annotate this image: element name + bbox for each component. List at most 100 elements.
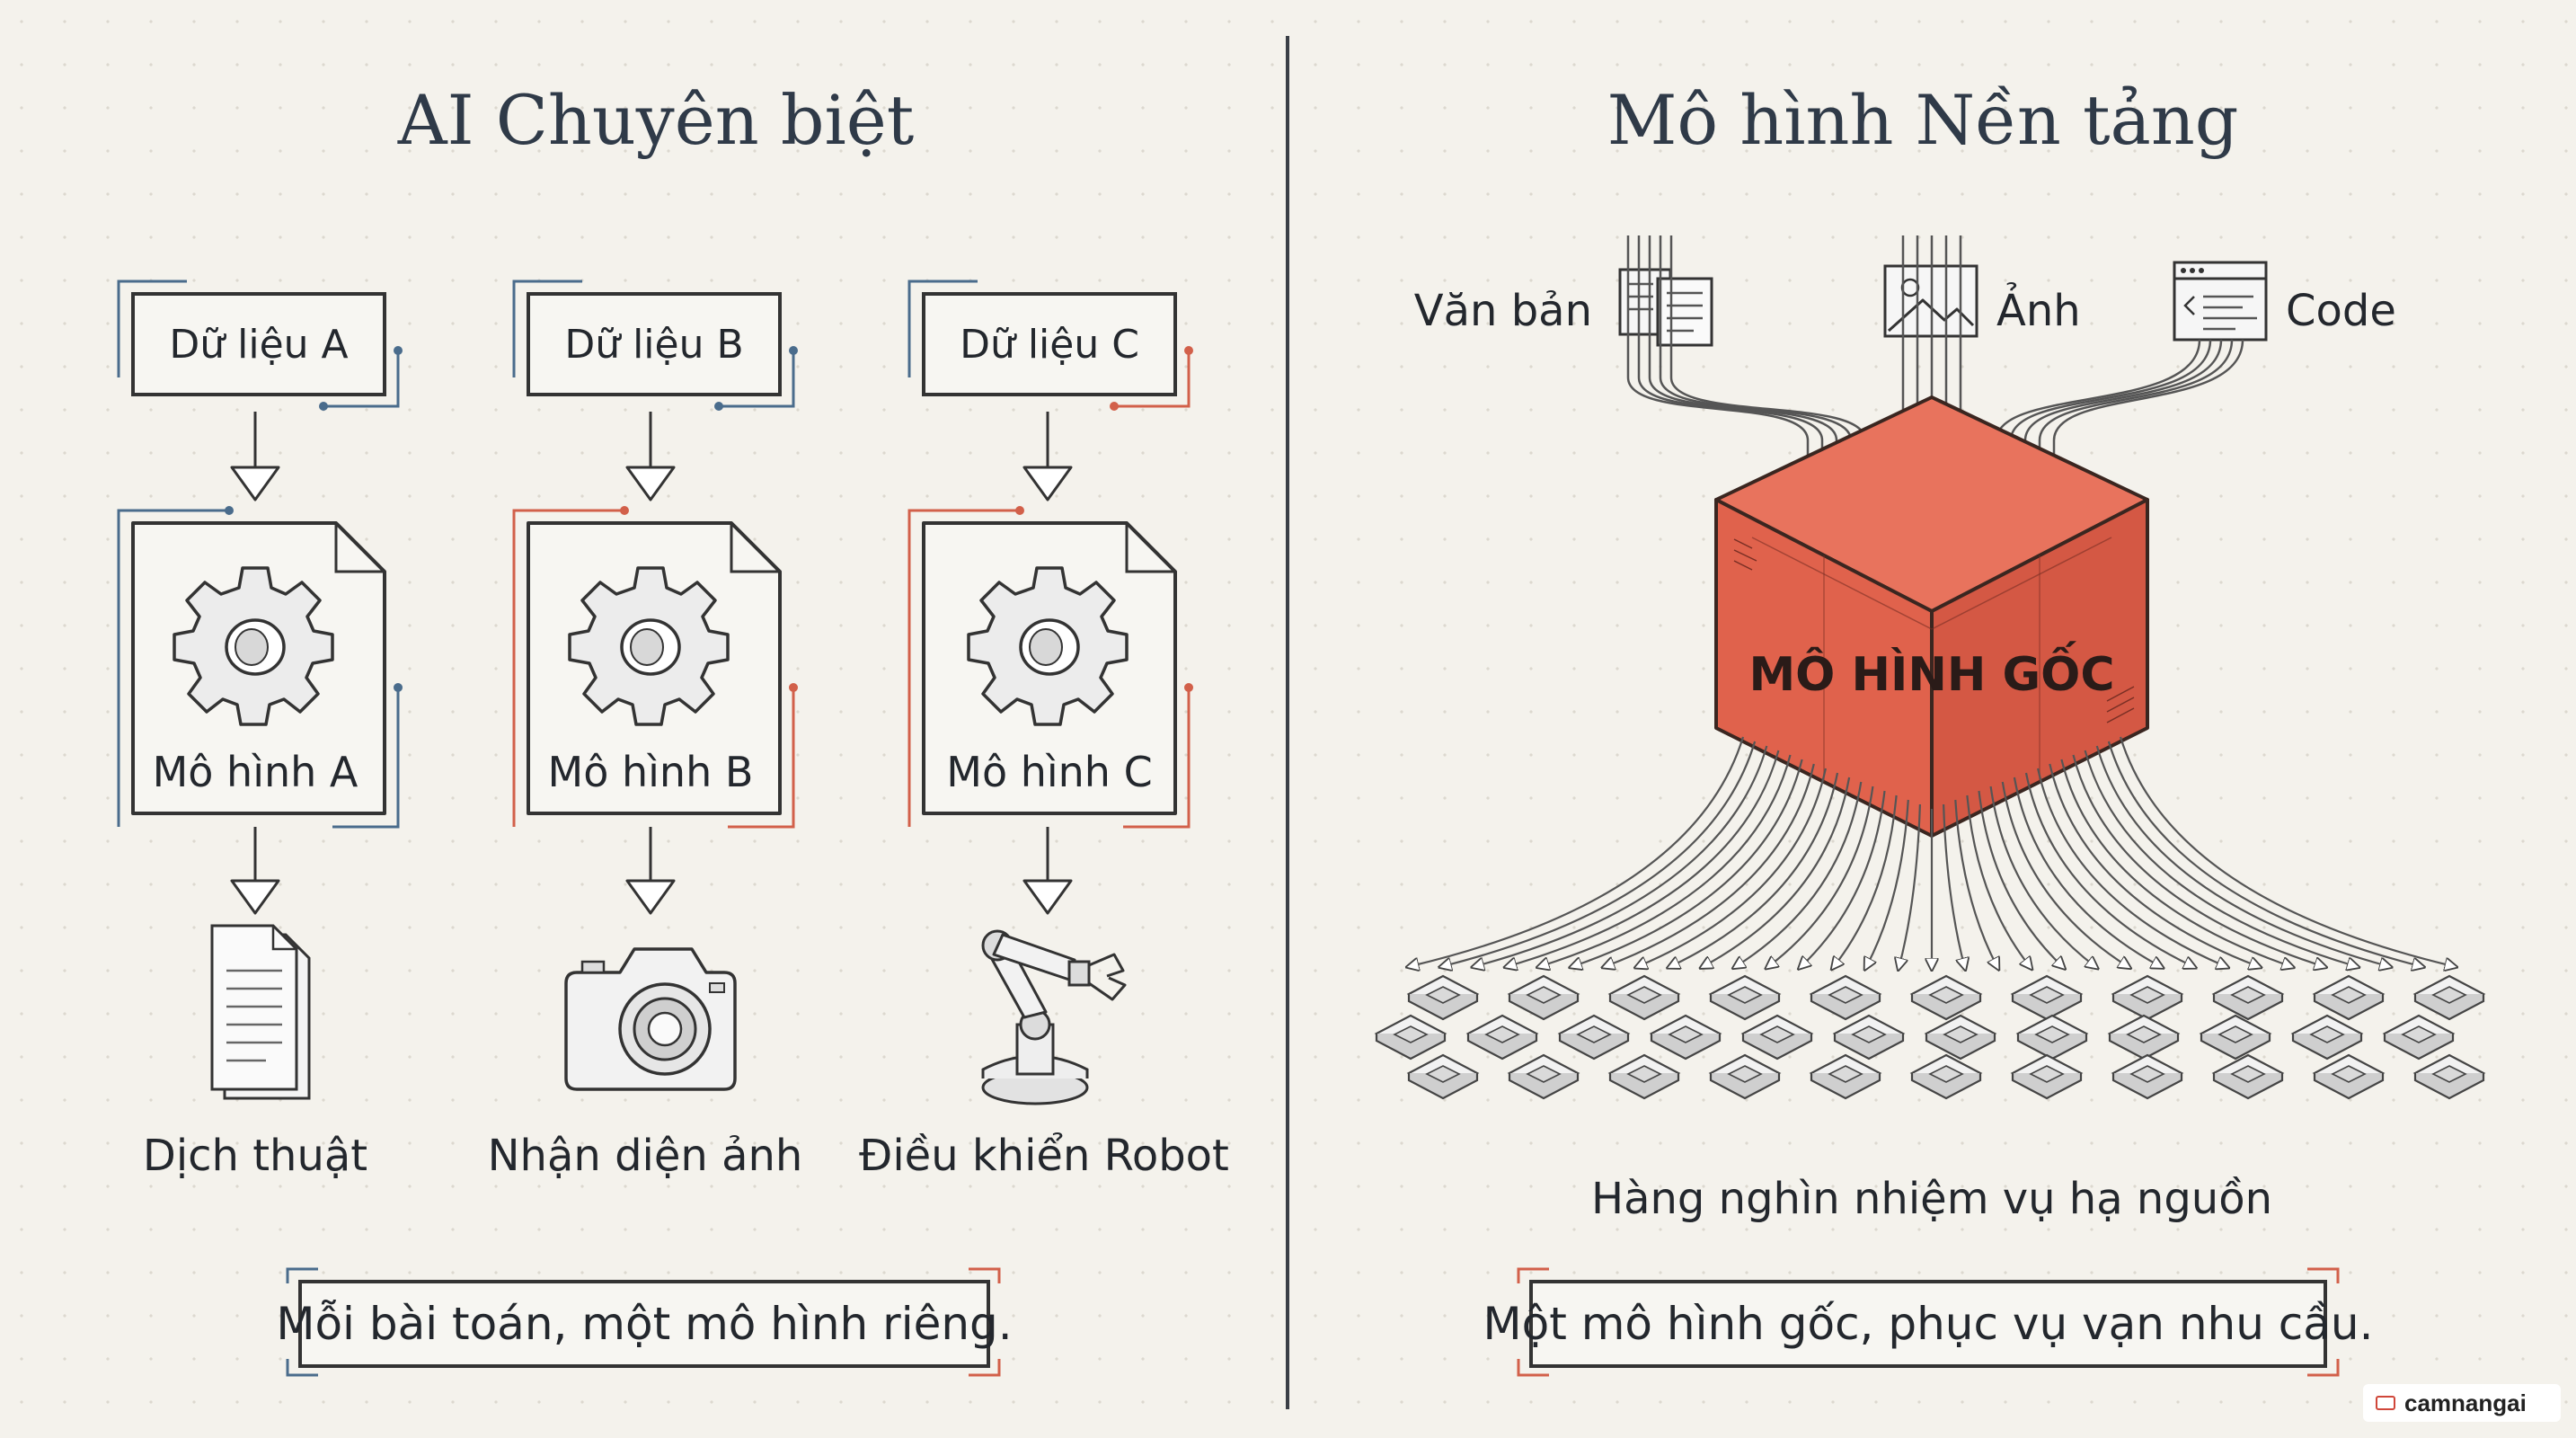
downstream-label: Hàng nghìn nhiệm vụ hạ nguồn: [1591, 1174, 2272, 1224]
task-chip-icon: [1466, 1014, 1538, 1061]
task-chip-icon: [1608, 974, 1680, 1021]
task-chip-icon: [2011, 974, 2083, 1021]
arrow-down-icon: [230, 879, 280, 915]
gear-icon: [568, 566, 730, 726]
flow-line: [1659, 235, 1851, 503]
right-title: Mô hình Nền tảng: [1607, 80, 2239, 160]
task-chip-icon: [1741, 1014, 1813, 1061]
flow-line: [1996, 339, 2201, 503]
task-chip-icon: [1709, 1053, 1781, 1100]
right-summary-text: Một mô hình gốc, phục vụ vạn nhu cầu.: [1483, 1298, 2373, 1350]
fan-arrow: [2107, 741, 2421, 966]
task-chip-icon: [1508, 974, 1580, 1021]
task-chip-icon: [1407, 974, 1479, 1021]
flow-line: [2054, 339, 2244, 503]
fan-arrow: [2095, 745, 2388, 966]
code-window-icon: [2173, 261, 2268, 342]
task-chip-icon: [2212, 974, 2284, 1021]
watermark-badge: camnangai: [2363, 1384, 2561, 1422]
task-chip-icon: [2200, 1014, 2271, 1061]
task-chip-icon: [1810, 1053, 1881, 1100]
model-label-c: Mô hình C: [946, 748, 1152, 796]
document-icon: [210, 924, 311, 1100]
task-chip-icon: [1910, 1053, 1982, 1100]
gear-icon: [967, 566, 1129, 726]
fan-arrow: [2060, 759, 2289, 966]
data-label-b: Dữ liệu B: [564, 322, 743, 368]
task-chip-icon: [1810, 974, 1881, 1021]
fan-arrow: [1769, 786, 1874, 966]
input-label-image: Ảnh: [1996, 282, 2081, 336]
task-chip-icon: [1375, 1014, 1447, 1061]
fan-arrow: [2084, 750, 2356, 966]
input-label-text: Văn bản: [1414, 286, 1592, 336]
task-chip-icon: [2011, 1053, 2083, 1100]
fan-arrow: [2001, 781, 2128, 966]
fan-arrow: [1867, 799, 1909, 966]
fan-arrow: [1954, 799, 1996, 966]
arrow-down-icon: [230, 466, 280, 502]
fan-arrow: [1541, 754, 1792, 966]
data-box-b: [527, 292, 782, 396]
task-chip-icon: [1508, 1053, 1580, 1100]
task-chip-icon: [1407, 1053, 1479, 1100]
fan-arrow: [1443, 741, 1757, 966]
column-c: Dữ liệu C Mô hình C Điều khiển Robot: [859, 280, 1229, 1181]
flow-line: [1626, 235, 1808, 503]
column-a: Dữ liệu A Mô hình A Dịch thuật: [117, 280, 403, 1181]
core-model-cube: [1714, 395, 2149, 838]
watermark-text: camnangai: [2404, 1389, 2527, 1416]
text-document-icon: [1618, 268, 1713, 347]
fan-arrow: [2049, 763, 2257, 966]
task-chip-icon: [2111, 1053, 2183, 1100]
task-chip-icon: [2016, 1014, 2088, 1061]
task-chip-icon: [1910, 974, 1982, 1021]
column-b: Dữ liệu B Mô hình B Nhận diện ảnh: [488, 280, 803, 1181]
downstream-task-grid: [1375, 974, 2485, 1100]
task-chip-icon: [2383, 1014, 2455, 1061]
output-label-a: Dịch thuật: [143, 1131, 367, 1181]
left-title: AI Chuyên biệt: [397, 80, 915, 160]
fan-arrow: [1737, 781, 1863, 966]
fan-arrow: [2037, 768, 2225, 966]
task-chip-icon: [1650, 1014, 1722, 1061]
task-chip-icon: [1608, 1053, 1680, 1100]
left-summary: Mỗi bài toán, một mô hình riêng.: [276, 1267, 1013, 1377]
model-label-a: Mô hình A: [153, 748, 359, 796]
fan-arrow: [1509, 750, 1780, 966]
robot-arm-icon: [981, 929, 1127, 1105]
arrow-down-icon: [625, 879, 676, 915]
fan-arrow: [1978, 790, 2063, 966]
data-label-a: Dữ liệu A: [169, 322, 348, 368]
arrow-down-icon: [1022, 466, 1073, 502]
task-chip-icon: [1925, 1014, 1996, 1061]
fan-arrow: [1573, 759, 1803, 966]
task-chip-icon: [2291, 1014, 2363, 1061]
fan-arrow: [1801, 790, 1886, 966]
left-summary-text: Mỗi bài toán, một mô hình riêng.: [276, 1298, 1012, 1350]
fan-arrow: [1989, 786, 2095, 966]
arrow-down-icon: [625, 466, 676, 502]
flow-line: [1648, 235, 1837, 503]
flow-line: [2011, 339, 2212, 503]
task-chip-icon: [2413, 974, 2485, 1021]
data-box-a: [131, 292, 386, 396]
task-chip-icon: [2313, 974, 2385, 1021]
fan-arrow: [1607, 763, 1815, 966]
fan-arrow: [1943, 803, 1964, 966]
output-label-b: Nhận diện ảnh: [488, 1131, 803, 1181]
task-chip-icon: [1709, 974, 1781, 1021]
task-chip-icon: [2413, 1053, 2485, 1100]
task-chip-icon: [2313, 1053, 2385, 1100]
fan-arrow: [1966, 794, 2029, 966]
flow-line: [1637, 235, 1822, 503]
fan-arrow: [1671, 772, 1839, 966]
data-box-c: [922, 292, 1177, 396]
input-label-code: Code: [2286, 286, 2396, 336]
fan-arrow: [1704, 777, 1851, 966]
left-summary-box: [298, 1280, 990, 1368]
fan-arrow: [1834, 794, 1898, 966]
fan-arrow: [1476, 745, 1768, 966]
camera-icon: [564, 947, 737, 1091]
